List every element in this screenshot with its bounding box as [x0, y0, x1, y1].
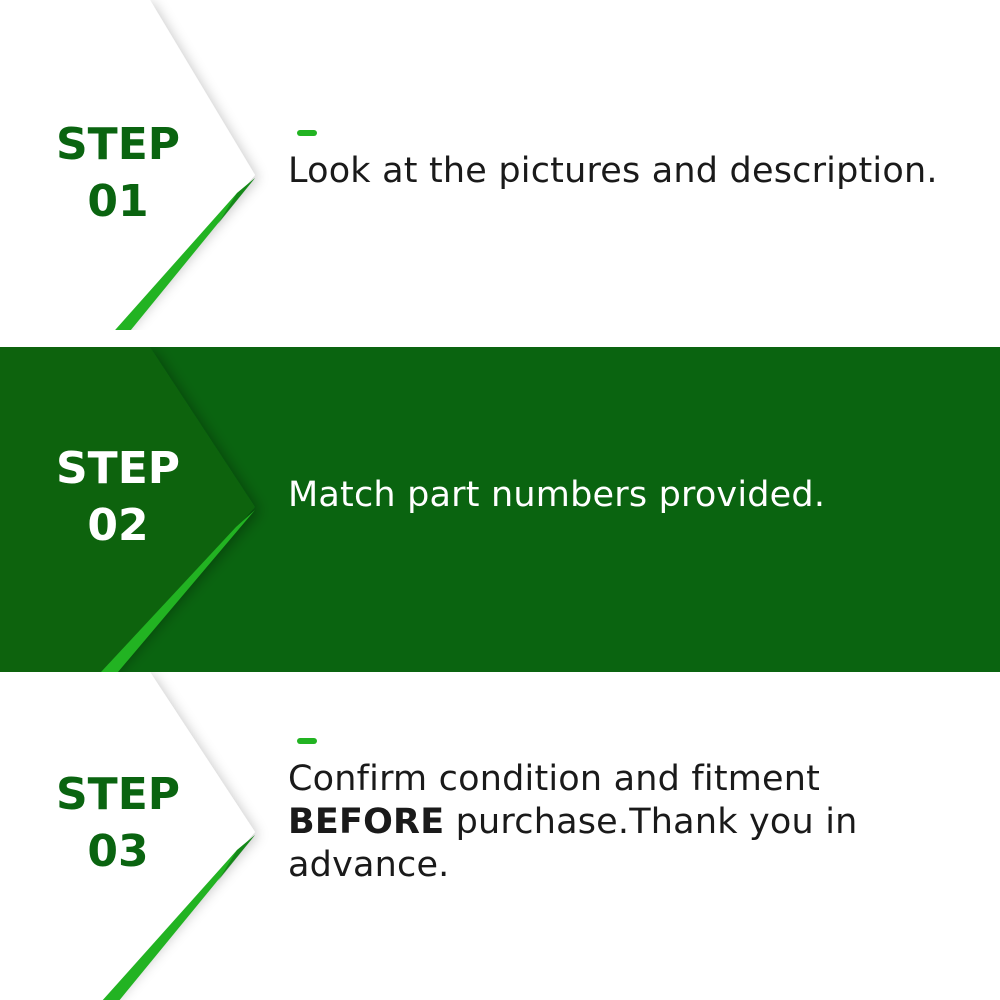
step-03-label: STEP 03	[18, 766, 218, 880]
step-01-word: STEP	[55, 119, 180, 170]
step-01-label: STEP 01	[18, 116, 218, 230]
step-03-chevron-arrow	[0, 672, 255, 1000]
step-02-chevron-arrow	[0, 347, 255, 672]
step-01-number: 01	[87, 176, 149, 227]
step-01-description: Look at the pictures and description.	[288, 151, 938, 191]
step-03-description-line1: Confirm condition and fitment	[288, 759, 821, 799]
step-02-word: STEP	[55, 443, 180, 494]
step-03-word: STEP	[55, 769, 180, 820]
step-02-number: 02	[87, 500, 149, 551]
step-01-band: STEP 01 Look at the pictures and descrip…	[0, 0, 1000, 347]
step-03-accent-dash	[297, 738, 317, 744]
step-03-number: 03	[87, 826, 149, 877]
step-03-description-rest: purchase.Thank you in advance.	[288, 802, 858, 885]
step-02-label: STEP 02	[18, 440, 218, 554]
step-01-accent-dash	[297, 130, 317, 136]
step-03-description-bold: BEFORE	[288, 802, 445, 842]
step-01-chevron-arrow	[0, 0, 255, 330]
step-02-band: STEP 02 Match part numbers provided.	[0, 347, 1000, 672]
step-02-description: Match part numbers provided.	[288, 475, 826, 515]
